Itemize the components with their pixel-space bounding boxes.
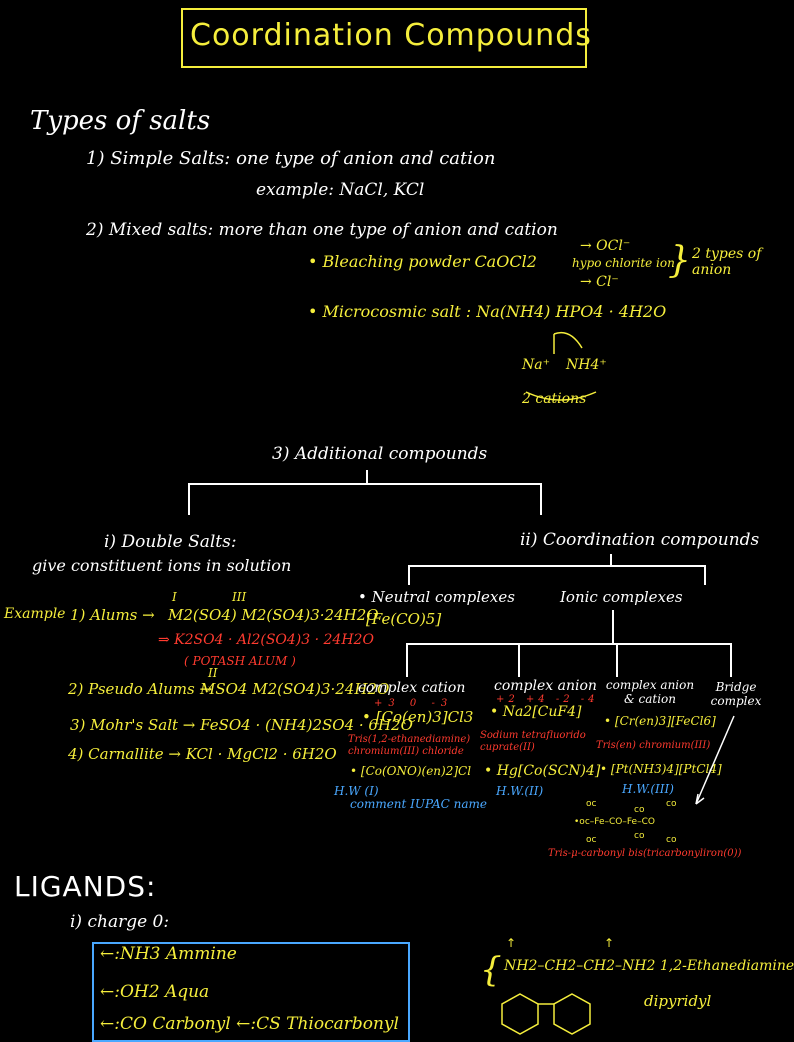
cation-hw: H.W (I) xyxy=(334,784,379,798)
cation-formula-2: • [Co(ONO)(en)2]Cl xyxy=(350,764,472,778)
brace-glyph: } xyxy=(668,240,691,281)
roman-ii: II xyxy=(208,666,218,680)
anion-hw: H.W.(II) xyxy=(496,784,544,798)
bridge-structure: oc •oc–Fe–CO–Fe–CO oc co co co co xyxy=(574,715,735,845)
pseudo-formula: MSO4 M2(SO4)3·24H2O xyxy=(200,680,390,698)
both-name: Tris(en) chromium(III) xyxy=(596,740,711,751)
svg-text:co: co xyxy=(666,835,677,845)
ocl-ion: → OCl⁻ xyxy=(580,238,631,254)
alums-label: 1) Alums → xyxy=(70,606,155,624)
cation-comment: comment IUPAC name xyxy=(350,797,488,811)
ligand-brace: { xyxy=(480,950,502,990)
dipyridyl-structure xyxy=(501,993,591,1035)
additional-compounds: 3) Additional compounds xyxy=(272,444,488,464)
en-lone-pair-2: ↑ xyxy=(604,936,615,950)
cation-charges: +3 0 -3 xyxy=(374,698,454,709)
potash-alum: ( POTASH ALUM ) xyxy=(184,654,296,668)
ligand-aqua: ←:OH2 Aqua xyxy=(100,982,210,1002)
ionic-leg-4 xyxy=(730,643,732,677)
mohrs-salt: 3) Mohr's Salt → FeSO4 · (NH4)2SO4 · 6H2… xyxy=(70,716,413,734)
neutral-example: [Fe(CO)5] xyxy=(366,610,442,628)
page-title: Coordination Compounds xyxy=(190,18,592,53)
simple-example: example: NaCl, KCl xyxy=(256,180,425,200)
ligand-ammine: ←:NH3 Ammine xyxy=(100,944,237,964)
ionic-leg-3 xyxy=(616,643,618,677)
types-heading: Types of salts xyxy=(30,106,211,136)
bridge-name: Tris-μ-carbonyl bis(tricarbonyliron(0)) xyxy=(548,848,742,859)
anion-name: Sodium tetrafluorido cuprate(II) xyxy=(480,730,586,753)
roman-iii: III xyxy=(232,590,247,604)
bleaching-powder: • Bleaching powder CaOCl2 xyxy=(308,252,537,271)
coord-stem xyxy=(610,554,612,566)
pseudo-alums: 2) Pseudo Alums → xyxy=(68,680,213,698)
tree-right-leg xyxy=(540,483,542,515)
charge-zero: i) charge 0: xyxy=(70,912,170,932)
en-lone-pair-1: ↑ xyxy=(506,936,517,950)
roman-i: I xyxy=(172,590,177,604)
dipyridyl: dipyridyl xyxy=(644,992,712,1010)
ligand-box xyxy=(92,942,410,1042)
carnallite: 4) Carnallite → KCl · MgCl2 · 6H2O xyxy=(68,745,337,763)
ionic-stem xyxy=(612,610,614,644)
two-types-anion: 2 types of anion xyxy=(692,246,762,278)
ionic-complexes: Ionic complexes xyxy=(560,588,683,606)
complex-anion-cation: complex anion & cation xyxy=(605,678,695,706)
potash-formula: ⇒ K2SO4 · Al2(SO4)3 · 24H2O xyxy=(158,632,374,648)
coord-left-leg xyxy=(408,565,410,585)
ligand-carbonyl: ←:CO Carbonyl ←:CS Thiocarbonyl xyxy=(100,1014,399,1034)
svg-text:co: co xyxy=(634,831,645,841)
anion-formula: • Na2[CuF4] xyxy=(490,704,582,720)
both-hw: H.W.(III) xyxy=(622,782,674,796)
svg-text:•oc–Fe–CO–Fe–CO: •oc–Fe–CO–Fe–CO xyxy=(574,817,655,827)
alum-formula: M2(SO4) M2(SO4)3·24H2O xyxy=(168,606,379,624)
both-formula-2: • [Pt(NH3)4][PtCl4] xyxy=(600,762,722,776)
microcosmic-salt: • Microcosmic salt : Na(NH4) HPO4 · 4H2O xyxy=(308,302,667,321)
both-formula: • [Cr(en)3][FeCl6] xyxy=(604,714,716,728)
bridge-complex: Bridge complex xyxy=(710,680,762,708)
ionic-bar xyxy=(406,643,732,645)
cation-name: Tris(1,2-ethanediamine) chromium(III) ch… xyxy=(348,734,471,757)
ligands-heading: LIGANDS: xyxy=(14,870,157,903)
anion-charges: +2 +4 -2 -4 xyxy=(496,694,599,705)
mixed-salts: 2) Mixed salts: more than one type of an… xyxy=(86,220,558,240)
coordination-compounds: ii) Coordination compounds xyxy=(520,530,760,550)
complex-cation: complex cation xyxy=(358,680,466,696)
cation-formula: • [Co(en)3]Cl3 xyxy=(362,708,474,726)
na-ion: Na⁺ xyxy=(522,357,550,373)
neutral-complexes: • Neutral complexes xyxy=(358,588,515,606)
micro-arrows xyxy=(525,331,597,401)
tree-stem xyxy=(366,470,368,484)
simple-salts: 1) Simple Salts: one type of anion and c… xyxy=(86,148,496,169)
double-salts-desc: give constituent ions in solution xyxy=(32,556,292,575)
ionic-leg-2 xyxy=(518,643,520,677)
coord-right-leg xyxy=(704,565,706,585)
tree-left-leg xyxy=(188,483,190,515)
svg-text:co: co xyxy=(634,805,645,815)
svg-text:co: co xyxy=(666,799,677,809)
nh4-ion: NH4⁺ xyxy=(566,357,607,373)
example-label: Example xyxy=(4,606,66,622)
ionic-leg-1 xyxy=(406,643,408,677)
title-box xyxy=(181,8,587,68)
svg-text:oc: oc xyxy=(586,835,597,845)
complex-anion: complex anion xyxy=(494,678,597,694)
ethanediamine: NH2–CH2–CH2–NH2 1,2-Ethanediamine xyxy=(504,958,794,974)
anion-formula-2: • Hg[Co(SCN)4] xyxy=(484,763,601,779)
double-salts: i) Double Salts: xyxy=(104,532,237,552)
tree-bar xyxy=(188,483,540,485)
cl-ion: → Cl⁻ xyxy=(580,274,619,290)
hypochlorite-label: hypo chlorite ion xyxy=(572,256,675,270)
svg-text:oc: oc xyxy=(586,799,597,809)
coord-bar xyxy=(408,565,706,567)
